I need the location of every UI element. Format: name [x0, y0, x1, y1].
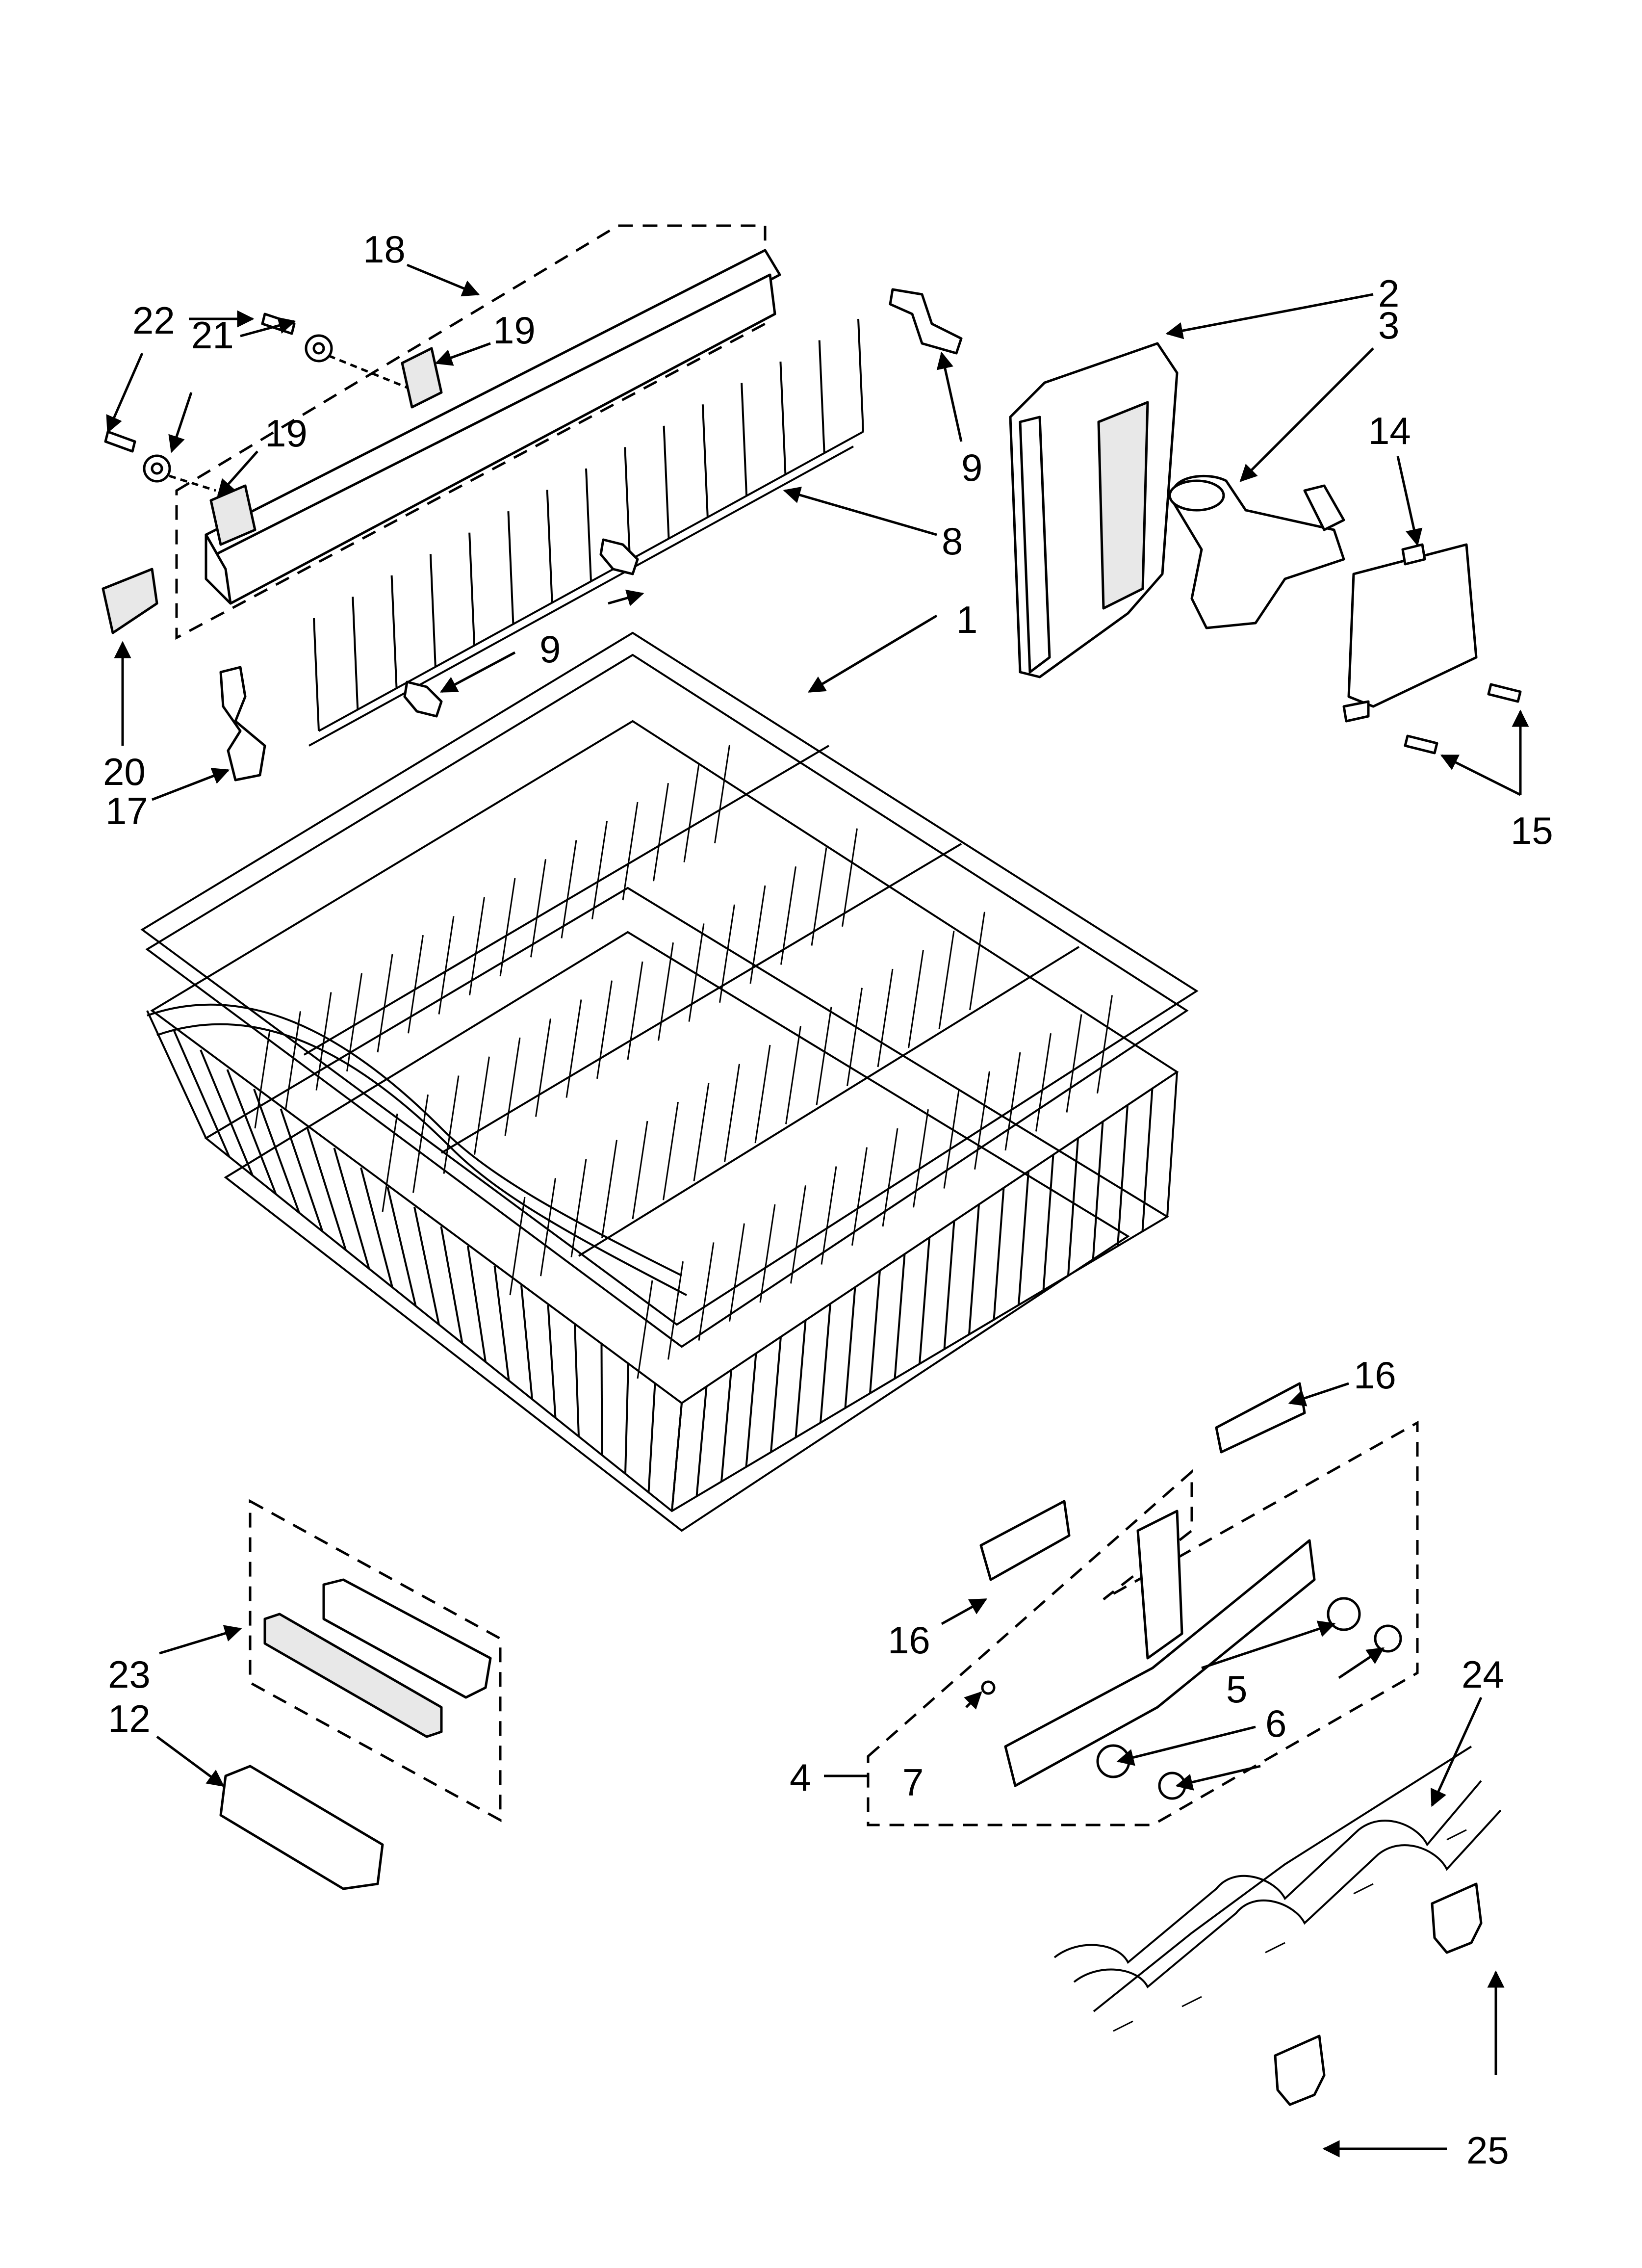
clip-25	[1274, 2034, 1326, 2106]
label-21: 21	[191, 313, 234, 357]
tine-clip	[403, 680, 443, 718]
stop-assembly	[867, 1382, 1419, 1826]
label-22: 22	[132, 299, 175, 342]
label-23: 23	[108, 1653, 151, 1696]
clip-25	[1431, 1882, 1483, 1954]
label-14: 14	[1368, 409, 1411, 452]
label-19: 19	[493, 309, 536, 352]
label-16: 16	[1354, 1354, 1396, 1397]
label-15: 15	[1511, 809, 1553, 852]
label-18: 18	[363, 228, 406, 271]
wash-arm-mount	[1009, 342, 1522, 755]
label-20: 20	[103, 750, 146, 793]
rail-assembly	[102, 224, 781, 640]
tine-clip	[599, 538, 639, 575]
leader-lines	[106, 263, 1529, 2158]
tine-clip	[889, 288, 963, 355]
label-8: 8	[942, 520, 963, 563]
fold-down-tine-row	[308, 318, 864, 747]
label-12: 12	[108, 1697, 151, 1740]
label-1: 1	[956, 598, 977, 641]
label-16: 16	[888, 1618, 930, 1662]
label-9: 9	[539, 627, 561, 671]
label-5: 5	[1226, 1668, 1247, 1711]
label-6: 6	[1265, 1702, 1286, 1745]
label-19: 19	[265, 412, 308, 455]
upper-dish-rack	[140, 631, 1199, 1532]
handle-assembly	[219, 1499, 502, 1890]
label-7: 7	[902, 1761, 924, 1804]
wire-rack-24	[1053, 1746, 1502, 2032]
label-3: 3	[1378, 304, 1399, 347]
rack-clip	[219, 666, 266, 782]
label-24: 24	[1462, 1653, 1504, 1696]
label-9: 9	[961, 446, 982, 489]
label-4: 4	[790, 1756, 811, 1799]
label-17: 17	[105, 789, 148, 833]
label-25: 25	[1466, 2129, 1509, 2172]
label-2: 2	[1378, 272, 1399, 315]
